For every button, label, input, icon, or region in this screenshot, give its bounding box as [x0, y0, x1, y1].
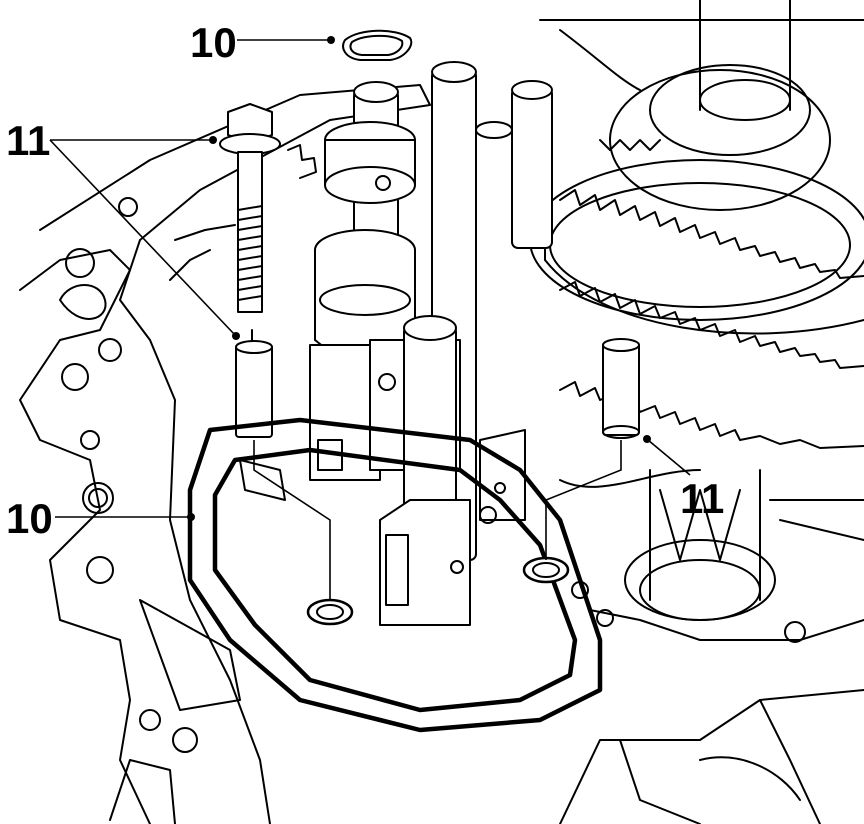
bolt [219, 103, 281, 313]
callout-bolt-11: 11 [6, 117, 51, 164]
callout-pin-11: 11 [680, 475, 725, 522]
gear-cluster [529, 0, 864, 621]
dowel-pin-left [235, 329, 273, 438]
transmission-housing [19, 84, 864, 824]
callout-gasket-10: 10 [6, 495, 53, 542]
callout-seal-10: 10 [190, 19, 237, 66]
leader-lines [49, 36, 691, 521]
alignment-lines [253, 440, 622, 600]
gear-teeth-upper [559, 189, 864, 449]
dowel-pin-right [602, 338, 640, 439]
gasket [187, 417, 603, 733]
small-seal [342, 29, 413, 61]
